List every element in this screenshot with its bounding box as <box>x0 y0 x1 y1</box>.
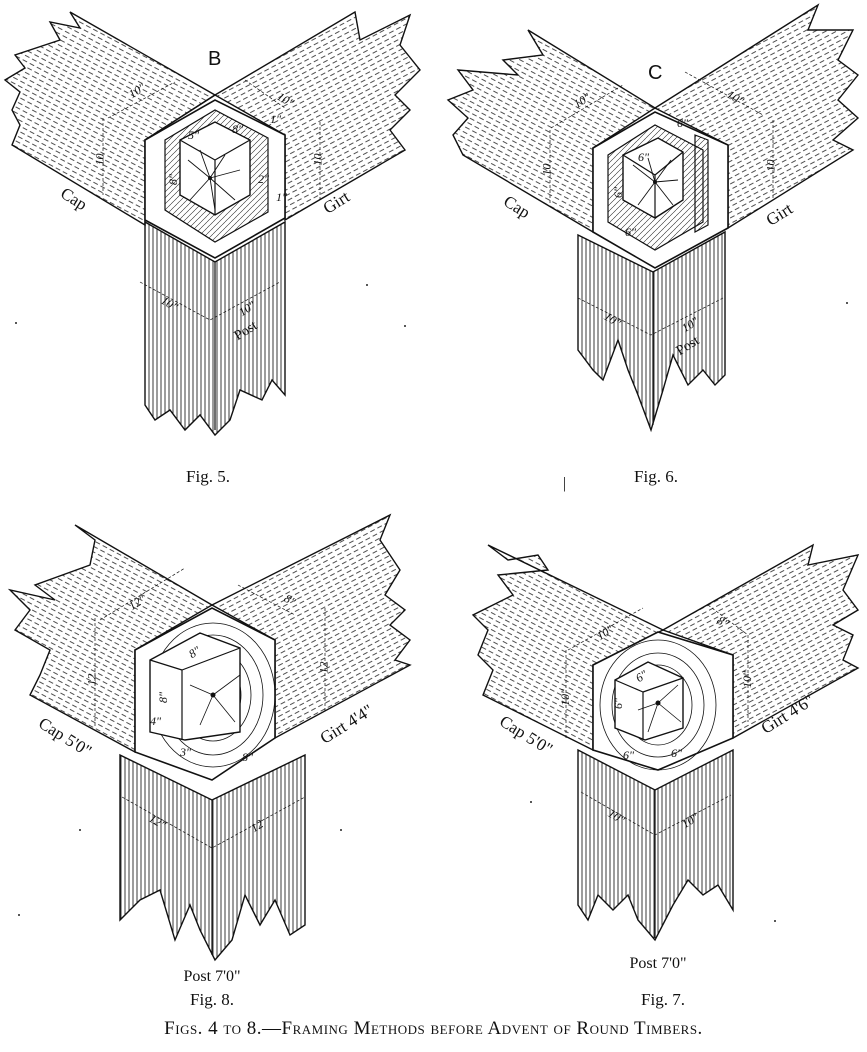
scan-speck <box>774 920 776 922</box>
fig6-joint-drawing <box>446 3 860 433</box>
end-grain-rays-icon <box>187 149 241 211</box>
figure-8-caption: Fig. 8. <box>190 990 234 1009</box>
post-length-label: Post 7'0" <box>629 955 687 972</box>
cap-depth-dim: 10 <box>539 163 554 176</box>
scan-speck <box>340 829 342 831</box>
figure-6: C Cap Girt Post 10" 10" 10 10 6" 6" 6" 6… <box>433 0 866 500</box>
scan-speck <box>530 801 532 803</box>
shoulder-c-dim: 1" <box>276 190 288 204</box>
joint-letter-c: C <box>648 62 663 84</box>
tenon-side-dim: 4" <box>150 714 162 728</box>
fig7-joint-drawing <box>471 543 860 942</box>
joint-letter-b: B <box>208 48 222 70</box>
shoulder-a-dim: 1" <box>270 112 282 126</box>
post-length-label: Post 7'0" <box>183 968 241 985</box>
cap-depth-dim: 12 <box>84 673 99 686</box>
scan-speck <box>846 302 848 304</box>
scan-speck <box>404 325 406 327</box>
tenon-height-dim: 8" <box>166 173 181 186</box>
tenon-top-dim: 6" <box>677 116 689 130</box>
tenon-side-dim: 8" <box>232 122 244 136</box>
figure-7-caption: Fig. 7. <box>641 990 685 1009</box>
cap-depth-dim: 10 <box>92 153 107 166</box>
figure-8: Cap 5'0" Girt 4'4" 12" 8" 12 12 8" 8" 4"… <box>0 500 433 1020</box>
tenon-base-b-dim: 6" <box>671 746 683 760</box>
tenon-base-a-dim: 3" <box>180 745 192 759</box>
cap-depth-dim: 10" <box>558 688 573 707</box>
girt-depth-dim: 10 <box>763 159 778 172</box>
fig5-joint-drawing <box>3 10 421 437</box>
fig8-joint-drawing <box>7 513 412 962</box>
figure-5: B Cap Girt Post 10" 10" 10 10 5" 8" 8" 1… <box>0 0 433 500</box>
tenon-side-dim: 6" <box>638 150 650 164</box>
figure-7: Cap 5'0" Girt 4'6" 10" 8" 10" 10" 6" 6" … <box>433 500 866 1020</box>
tenon-top-dim: 5" <box>188 128 200 142</box>
girt-depth-dim: 12 <box>316 661 331 674</box>
stray-mark: | <box>563 475 567 492</box>
tenon-base-a-dim: 6" <box>623 748 635 762</box>
scan-speck <box>18 914 20 916</box>
tenon-base-b-dim: 8" <box>242 750 254 764</box>
girt-depth-dim: 10" <box>740 670 755 689</box>
figure-5-caption: Fig. 5. <box>186 467 230 486</box>
shoulder-b-dim: 2" <box>258 172 270 186</box>
tenon-height-dim: 6" <box>611 697 626 710</box>
figure-6-caption: Fig. 6. <box>634 467 678 486</box>
figure-group-caption: Figs. 4 to 8.—Framing Methods before Adv… <box>164 1018 703 1039</box>
tenon-height-dim: 6" <box>611 186 626 199</box>
scan-speck <box>15 322 17 324</box>
tenon-height-dim: 8" <box>156 691 171 704</box>
girt-depth-dim: 10 <box>310 153 325 166</box>
tenon-base-dim: 6" <box>625 225 637 239</box>
scan-speck <box>79 829 81 831</box>
scan-speck <box>366 284 368 286</box>
